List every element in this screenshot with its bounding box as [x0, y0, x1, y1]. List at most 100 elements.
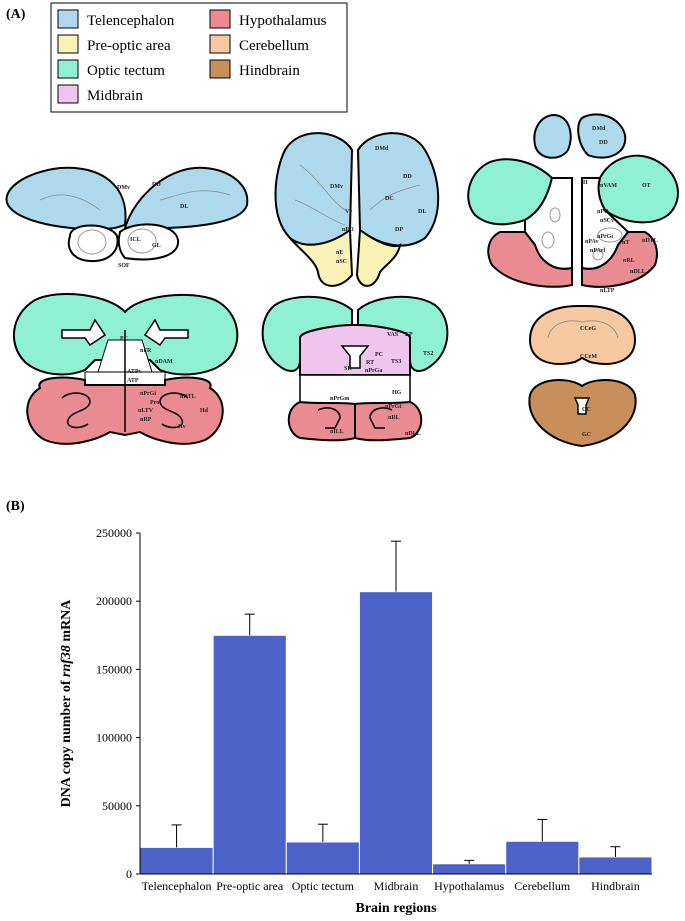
section-label: CC: [582, 407, 591, 413]
legend-swatch: [57, 34, 79, 54]
section-label: nPrGi: [597, 234, 613, 240]
section-label: PC: [120, 336, 128, 342]
legend-label: Optic tectum: [87, 63, 165, 79]
section-label: nDLL: [630, 269, 646, 275]
section-label: OT: [642, 183, 651, 189]
section-label: SR: [344, 366, 352, 372]
brain-section-1: DMv DD DL ICL GL SOF: [5, 166, 249, 269]
section-label: Hv: [178, 424, 186, 430]
section-label: nT: [622, 240, 629, 246]
section-label: TS2: [423, 351, 433, 357]
section-label: H: [583, 180, 588, 186]
panel-b-label: (B): [6, 499, 25, 514]
section-label: DMd: [375, 146, 389, 152]
section-label: nLTV: [138, 408, 154, 414]
section-label: nVAM: [600, 183, 617, 189]
legend-label: Hypothalamus: [239, 13, 327, 29]
section-label: nDTL: [642, 238, 658, 244]
y-tick-label: 150000: [96, 662, 132, 676]
legend-label: Hindbrain: [239, 63, 300, 79]
x-category-label: Hypothalamus: [434, 879, 504, 893]
panel-a-label: (A): [6, 7, 26, 22]
y-tick-label: 200000: [96, 594, 132, 608]
section-label: EP: [405, 332, 413, 338]
section-label: HG: [392, 390, 402, 396]
section-label: nPrGi: [140, 391, 156, 397]
section-label: nPO: [342, 227, 354, 233]
section-label: ICL: [130, 237, 141, 243]
legend-swatch: [209, 34, 231, 54]
legend-swatch: [57, 59, 79, 79]
bars: [139, 591, 653, 875]
section-label: RT: [366, 360, 374, 366]
legend-label: Pre-optic area: [87, 38, 171, 54]
section-label: DL: [180, 204, 188, 210]
section-label: DL: [418, 209, 426, 215]
section-label: SOF: [118, 263, 130, 269]
section-label: ATPv: [127, 369, 142, 375]
y-tick-label: 0: [126, 867, 132, 881]
legend-label: Telencephalon: [87, 13, 175, 29]
section-label: DMv: [117, 185, 130, 191]
y-axis-ticks: 0 50000 100000 150000 200000 250000: [96, 526, 140, 881]
section-label: nSC: [336, 259, 347, 265]
brain-section-7-hindbrain: CC GC: [528, 379, 637, 448]
section-label: DC: [385, 196, 394, 202]
bar: [285, 841, 360, 875]
bar-chart: 0 50000 100000 150000 200000 250000 Telenceph…: [59, 526, 653, 916]
section-label: DMd: [592, 126, 606, 132]
section-label: GC: [582, 432, 591, 438]
section-label: nPrGm: [330, 396, 349, 402]
legend-label: Cerebellum: [239, 38, 309, 54]
section-label: ATP: [127, 378, 139, 384]
legend-swatch: [209, 9, 231, 29]
section-label: DP: [395, 227, 403, 233]
y-tick-label: 50000: [102, 799, 132, 813]
section-label: DD: [599, 140, 608, 146]
section-label: nDAM: [155, 359, 173, 365]
section-label: CCeG: [580, 326, 596, 332]
y-axis-title: DNA copy number of rnf38 mRNA: [59, 599, 74, 808]
section-label: DD: [152, 182, 161, 188]
legend-label: Midbrain: [87, 88, 143, 104]
section-label: nPAvl: [590, 248, 605, 254]
section-label: nE: [336, 250, 343, 256]
section-label: nRL: [388, 415, 400, 421]
section-label: Vv: [345, 209, 352, 215]
x-category-label: Telencephalon: [142, 879, 212, 893]
bar: [212, 634, 287, 875]
bar: [578, 856, 653, 875]
section-label: nLTP: [600, 288, 615, 294]
bar: [432, 863, 507, 875]
x-category-label: Midbrain: [374, 879, 419, 893]
y-tick-label: 100000: [96, 731, 132, 745]
error-bars: [171, 540, 621, 864]
legend-swatch: [57, 9, 79, 29]
section-label: TS3: [391, 359, 401, 365]
legend-swatch: [209, 59, 231, 79]
section-label: nDTL: [180, 394, 196, 400]
section-label: PC: [375, 352, 383, 358]
section-label: nFR: [140, 348, 152, 354]
section-label: Hd: [200, 408, 209, 414]
x-category-label: Hindbrain: [591, 879, 640, 893]
bar: [505, 840, 580, 875]
section-label: VAS: [387, 332, 399, 338]
section-label: DMv: [330, 184, 343, 190]
section-label: nPrGa: [365, 368, 382, 374]
bar: [358, 591, 434, 875]
x-axis-title: Brain regions: [355, 901, 437, 916]
bar: [139, 846, 214, 875]
y-tick-label: 250000: [96, 526, 132, 540]
section-label: nRL: [623, 258, 635, 264]
x-category-label: Cerebellum: [514, 879, 571, 893]
section-label: GL: [152, 243, 161, 249]
section-label: nRP: [140, 417, 152, 423]
